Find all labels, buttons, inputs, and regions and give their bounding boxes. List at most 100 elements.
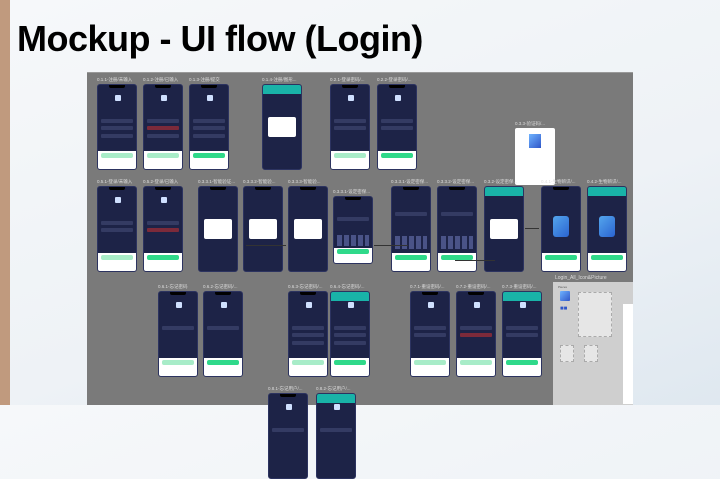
primary-button[interactable] [506, 360, 538, 366]
input-field[interactable] [101, 228, 133, 233]
input-field[interactable] [334, 340, 366, 345]
input-field[interactable] [207, 325, 239, 330]
screen-mockup[interactable] [316, 393, 356, 479]
primary-button[interactable] [337, 249, 369, 255]
screen-mockup[interactable] [541, 186, 581, 272]
input-field[interactable] [414, 333, 446, 338]
screen-mockup[interactable] [97, 84, 137, 170]
input-field[interactable] [101, 220, 133, 225]
flow-arrow [525, 228, 539, 229]
input-field[interactable] [147, 118, 179, 123]
primary-button[interactable] [292, 360, 324, 366]
screen-mockup[interactable] [456, 291, 496, 377]
keypad[interactable] [395, 235, 427, 250]
primary-button[interactable] [334, 360, 366, 366]
input-field[interactable] [381, 118, 413, 123]
screen-label: 0.3.3.1-智能验证... [198, 179, 236, 184]
screen-mockup[interactable] [288, 291, 328, 377]
primary-button[interactable] [460, 360, 492, 366]
input-field[interactable] [292, 325, 324, 330]
screen-mockup[interactable] [198, 186, 238, 272]
input-field[interactable] [292, 333, 324, 338]
logo-icon [221, 302, 228, 309]
screen-mockup[interactable] [410, 291, 450, 377]
primary-button[interactable] [381, 153, 413, 159]
screen-label: 0.1.3-注册/提交 [189, 77, 220, 82]
screen-mockup[interactable] [333, 196, 373, 264]
input-field[interactable] [193, 126, 225, 131]
input-field[interactable] [101, 133, 133, 138]
keypad[interactable] [441, 235, 473, 250]
primary-button[interactable] [162, 360, 194, 366]
screen-mockup[interactable] [484, 186, 524, 272]
screen-mockup[interactable] [97, 186, 137, 272]
assets-panel-subtitle: Pieces [558, 285, 568, 289]
screen-mockup[interactable] [189, 84, 229, 170]
input-field[interactable] [334, 118, 366, 123]
primary-button[interactable] [334, 153, 366, 159]
screen-mockup[interactable] [330, 84, 370, 170]
screen-mockup[interactable] [377, 84, 417, 170]
screen-label: 0.3.3.1-设定密保... [391, 179, 429, 184]
input-field[interactable] [460, 325, 492, 330]
screen-mockup[interactable] [502, 291, 542, 377]
input-field[interactable] [337, 216, 369, 221]
primary-button[interactable] [147, 153, 179, 159]
screen-mockup[interactable] [330, 291, 370, 377]
keypad[interactable] [337, 235, 369, 246]
input-field[interactable] [381, 126, 413, 131]
phone-notch [449, 187, 465, 190]
logo-icon [428, 302, 435, 309]
primary-button[interactable] [101, 153, 133, 159]
screen-mockup[interactable] [243, 186, 283, 272]
input-field[interactable] [506, 333, 538, 338]
verification-illustration-icon [529, 134, 541, 148]
dialog [203, 218, 233, 240]
screen-mockup[interactable] [288, 186, 328, 272]
screen-mockup[interactable] [143, 84, 183, 170]
input-field[interactable] [334, 333, 366, 338]
input-field[interactable] [193, 118, 225, 123]
primary-button[interactable] [207, 360, 239, 366]
input-field[interactable] [101, 118, 133, 123]
screen-mockup[interactable] [268, 393, 308, 479]
input-field[interactable] [162, 325, 194, 330]
primary-button[interactable] [441, 255, 473, 261]
primary-button[interactable] [101, 255, 133, 261]
dialog [267, 116, 297, 138]
screen-mockup-card[interactable] [515, 128, 555, 185]
screen-mockup[interactable] [391, 186, 431, 272]
input-field[interactable] [147, 228, 179, 233]
input-field[interactable] [460, 333, 492, 338]
screen-mockup[interactable] [587, 186, 627, 272]
input-field[interactable] [193, 133, 225, 138]
input-field[interactable] [441, 212, 473, 217]
screen-mockup[interactable] [262, 84, 302, 170]
input-field[interactable] [272, 427, 304, 432]
primary-button[interactable] [414, 360, 446, 366]
screen-mockup[interactable] [203, 291, 243, 377]
logo-icon [348, 302, 355, 309]
input-field[interactable] [101, 126, 133, 131]
screen-mockup[interactable] [437, 186, 477, 272]
input-field[interactable] [147, 220, 179, 225]
phone-notch [155, 187, 171, 190]
primary-button[interactable] [147, 255, 179, 261]
primary-button[interactable] [545, 255, 577, 261]
assets-panel-title: Login_All_Icon&Picture [555, 275, 607, 281]
input-field[interactable] [414, 325, 446, 330]
input-field[interactable] [395, 212, 427, 217]
input-field[interactable] [147, 126, 179, 131]
phone-notch [422, 292, 438, 295]
input-field[interactable] [334, 325, 366, 330]
primary-button[interactable] [193, 153, 225, 159]
screen-mockup[interactable] [143, 186, 183, 272]
screen-mockup[interactable] [158, 291, 198, 377]
input-field[interactable] [292, 340, 324, 345]
input-field[interactable] [147, 133, 179, 138]
primary-button[interactable] [395, 255, 427, 261]
input-field[interactable] [320, 427, 352, 432]
input-field[interactable] [334, 126, 366, 131]
primary-button[interactable] [591, 255, 623, 261]
input-field[interactable] [506, 325, 538, 330]
